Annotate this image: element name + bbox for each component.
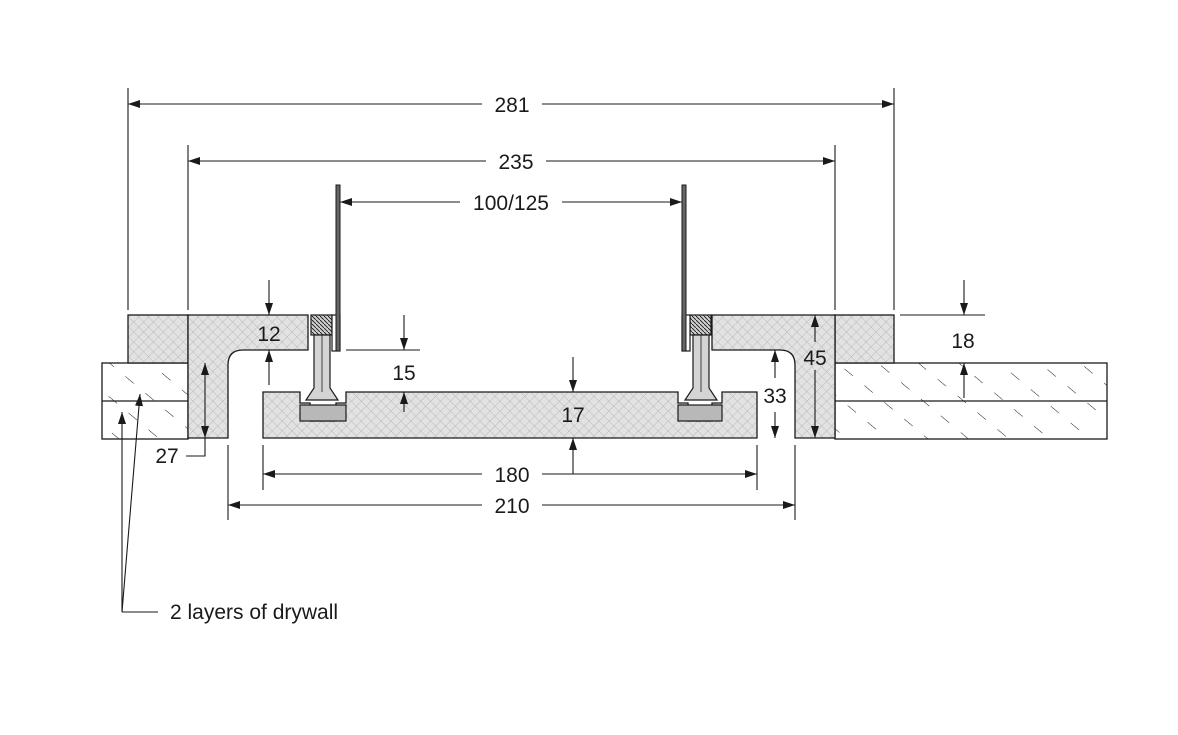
dim-235: 235 <box>188 151 835 174</box>
dim-label-180: 180 <box>494 464 529 487</box>
dim-180: 180 <box>263 464 757 487</box>
dim-label-235: 235 <box>498 151 533 174</box>
drywall-right <box>834 362 1108 440</box>
frame-board-right <box>711 314 895 439</box>
dim-12: 12 <box>257 280 281 385</box>
dim-label-210: 210 <box>494 495 529 518</box>
dim-label-18: 18 <box>951 330 974 353</box>
dim-33: 33 <box>763 350 787 438</box>
dim-label-12: 12 <box>257 323 280 346</box>
dim-label-15: 15 <box>392 362 415 385</box>
dim-label-17: 17 <box>561 404 584 427</box>
drywall-note: 2 layers of drywall <box>170 601 338 624</box>
dim-label-27: 27 <box>155 445 178 468</box>
fastener-left <box>304 184 341 401</box>
dim-label-281: 281 <box>494 94 529 117</box>
frame-board-left <box>127 314 309 439</box>
dim-17: 17 <box>561 357 585 474</box>
extension-lines <box>127 88 985 520</box>
dim-281: 281 <box>128 94 894 117</box>
dim-45: 45 <box>803 315 827 438</box>
dim-18: 18 <box>951 280 975 398</box>
dim-label-33: 33 <box>763 385 786 408</box>
center-panel <box>262 391 758 439</box>
drywall-left <box>101 362 189 440</box>
dim-27: 27 <box>155 363 209 468</box>
dim-15: 15 <box>392 315 416 412</box>
dim-210: 210 <box>228 495 795 518</box>
drywall-callout: 2 layers of drywall <box>118 393 338 624</box>
dim-label-100-125: 100/125 <box>473 192 549 215</box>
dim-label-45: 45 <box>803 347 826 370</box>
fastener-right <box>681 184 719 401</box>
dim-100-125: 100/125 <box>340 192 682 215</box>
